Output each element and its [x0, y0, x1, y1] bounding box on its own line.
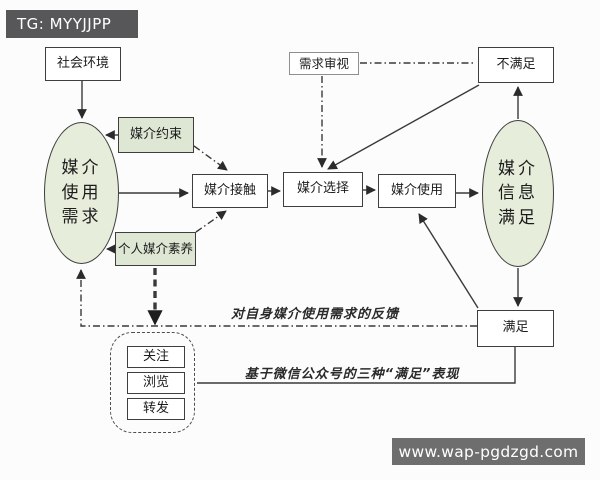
media-info-satisfaction-line1: 媒介 — [498, 158, 538, 179]
node-media-use-need-ellipse: 媒介 使用 需求 — [44, 122, 119, 264]
media-use-need-line3: 需求 — [61, 207, 102, 228]
media-use-need-line1: 媒介 — [61, 158, 102, 179]
top-watermark: TG: MYYJJPP — [6, 10, 138, 38]
node-follow: 关注 — [127, 346, 185, 368]
media-info-satisfaction-line3: 满足 — [498, 207, 538, 228]
node-need-review: 需求审视 — [289, 52, 359, 75]
node-unsatisfied: 不满足 — [478, 47, 554, 83]
media-use-need-line2: 使用 — [61, 182, 102, 203]
node-repost: 转发 — [127, 398, 185, 420]
bottom-watermark-url: www.wap-pgdzgd.com — [392, 438, 585, 465]
feedback-annotation: 对自身媒介使用需求的反馈 — [230, 307, 399, 322]
node-media-selection: 媒介选择 — [283, 172, 363, 207]
media-info-satisfaction-text: 媒介 信息 满足 — [498, 157, 538, 231]
node-media-info-satisfaction-ellipse: 媒介 信息 满足 — [482, 120, 554, 267]
behaviour-group-container — [110, 332, 195, 433]
node-browse: 浏览 — [127, 372, 185, 394]
node-social-environment: 社会环境 — [45, 47, 121, 81]
node-media-contact: 媒介接触 — [192, 174, 268, 208]
node-media-use: 媒介使用 — [378, 174, 456, 208]
media-info-satisfaction-line2: 信息 — [498, 183, 538, 204]
node-media-constraint: 媒介约束 — [118, 117, 194, 153]
media-use-need-text: 媒介 使用 需求 — [62, 156, 102, 230]
basis-annotation: 基于微信公众号的三种“满足”表现 — [244, 367, 460, 382]
node-personal-media-literacy: 个人媒介素养 — [115, 232, 196, 266]
node-satisfied: 满足 — [477, 310, 554, 347]
